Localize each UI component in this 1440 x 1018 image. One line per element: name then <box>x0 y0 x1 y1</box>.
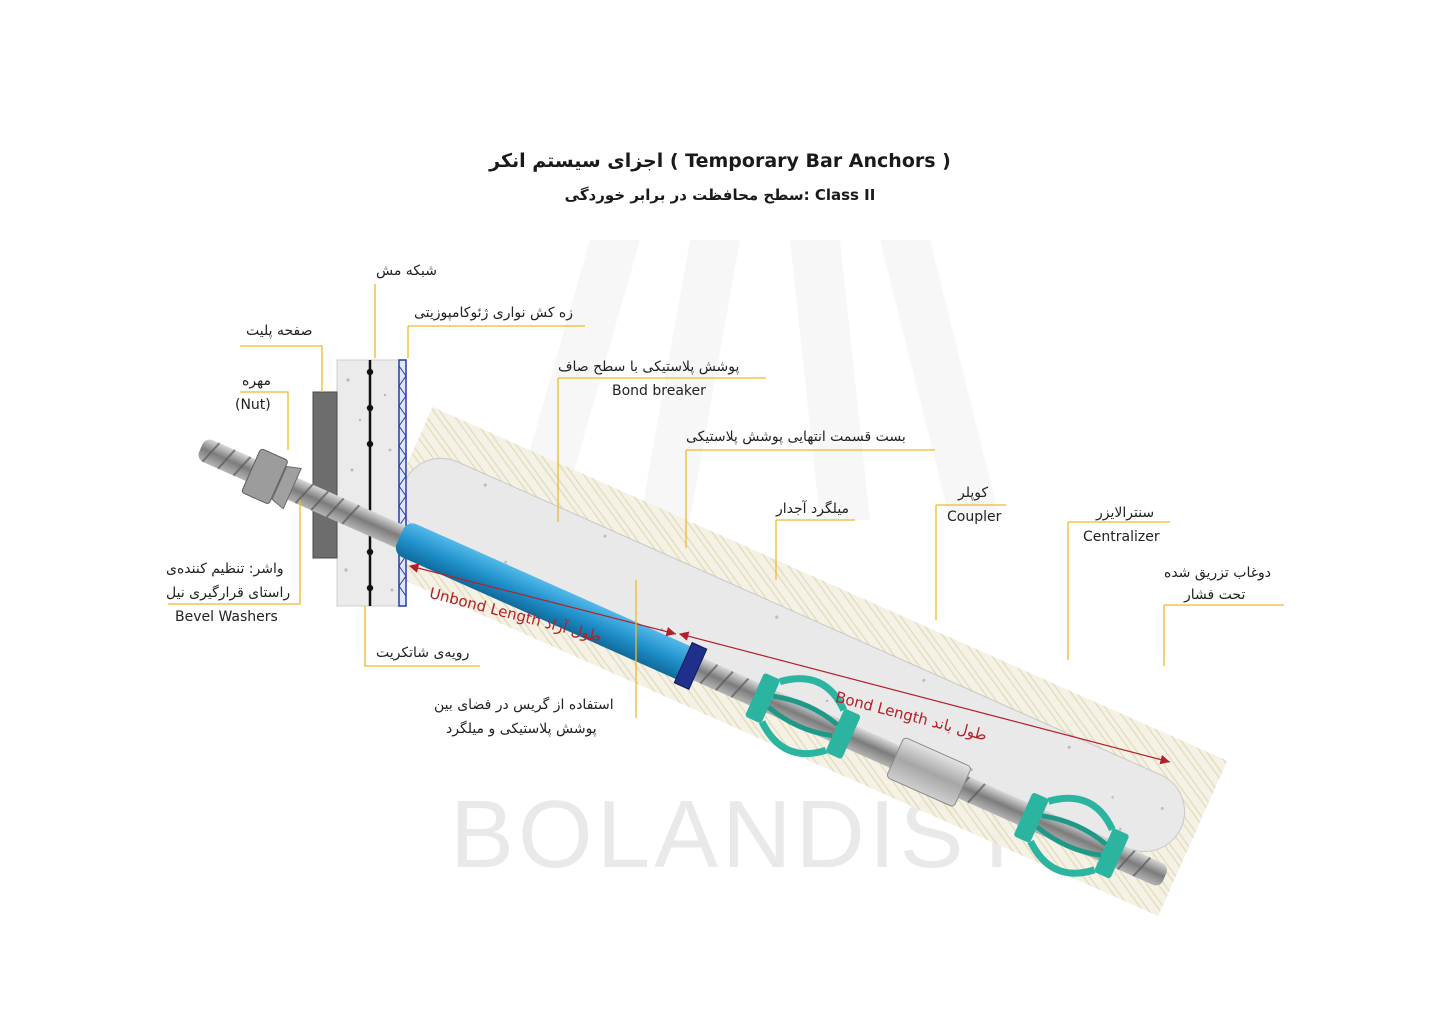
page-subtitle: سطح محافظت در برابر خوردگی: Class II <box>564 186 876 204</box>
bearing-plate <box>312 391 338 559</box>
label-nut-en: (Nut) <box>235 397 271 413</box>
page-title: اجزای سیستم انکر ( Temporary Bar Anchors… <box>489 150 951 172</box>
label-mesh: شبکه مش <box>376 263 437 279</box>
bond-length-arrow <box>678 631 1171 765</box>
label-washer-fa-1: واشر: تنظیم کننده‌ی <box>166 561 284 577</box>
label-centralizer-en: Centralizer <box>1083 529 1160 545</box>
label-grout-1: دوغاب تزریق شده <box>1164 565 1272 581</box>
label-centralizer-fa: سنترالایزر <box>1096 505 1155 521</box>
label-coupler-fa: کوپلر <box>958 485 989 501</box>
centralizer-2 <box>1014 793 1129 879</box>
label-plate: صفحه پلیت <box>246 323 313 339</box>
label-rebar: میلگرد آجدار <box>776 501 850 517</box>
label-bond-breaker-fa: پوشش پلاستیکی با سطح صاف <box>558 359 740 375</box>
bevel-washer <box>271 465 302 510</box>
label-bond-breaker-en: Bond breaker <box>612 383 706 399</box>
label-grout-2: تحت فشار <box>1184 587 1246 603</box>
label-shotcrete: رویه‌ی شاتکریت <box>376 645 470 661</box>
leader-lines <box>168 284 1284 718</box>
unbond-length-arrow <box>408 563 677 637</box>
label-washer-en: Bevel Washers <box>175 609 278 625</box>
label-coupler-en: Coupler <box>947 509 1002 525</box>
shotcrete-wall <box>336 359 407 607</box>
label-geocomposite: زه کش نواری ژئوکامپوزیتی <box>414 305 574 321</box>
label-washer-fa-2: راستای قرارگیری نیل <box>166 585 291 601</box>
nut <box>241 448 288 504</box>
label-nut-fa: مهره <box>242 373 272 389</box>
label-grease-2: پوشش پلاستیکی و میلگرد <box>446 721 597 737</box>
label-end-clamp: بست قسمت انتهایی پوشش پلاستیکی <box>686 429 906 445</box>
label-grease-1: استفاده از گریس در فضای بین <box>434 697 614 713</box>
